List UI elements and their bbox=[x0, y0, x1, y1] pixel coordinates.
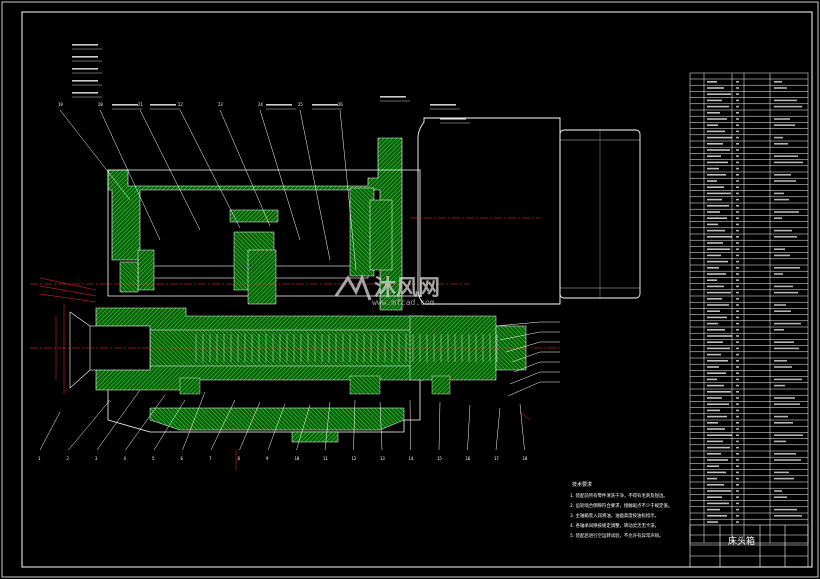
parts-list-table bbox=[689, 72, 809, 544]
part-callout: 15 bbox=[437, 456, 442, 461]
part-callout: 8 bbox=[238, 456, 241, 461]
part-callout: 10 bbox=[295, 456, 300, 461]
part-callout: 1 bbox=[38, 456, 41, 461]
tech-notes: 技术要求 1. 装配前所有零件清洗干净，不得有毛刺及锐边。 2. 齿轮啮合侧隙符… bbox=[570, 481, 672, 539]
tech-note-1: 1. 装配前所有零件清洗干净，不得有毛刺及锐边。 bbox=[570, 492, 668, 499]
parts-list-text bbox=[707, 81, 803, 523]
part-callout: 14 bbox=[409, 456, 414, 461]
part-callout: 22 bbox=[178, 102, 183, 107]
part-callout: 16 bbox=[466, 456, 471, 461]
part-callout: 5 bbox=[152, 456, 155, 461]
intermediate-shaft bbox=[119, 187, 393, 305]
watermark-brand: 沐风网 bbox=[374, 276, 440, 301]
title-block-name: 床头箱 bbox=[728, 535, 755, 547]
part-callout: 17 bbox=[494, 456, 499, 461]
part-callout: 4 bbox=[124, 456, 127, 461]
leader-lines bbox=[39, 109, 560, 451]
part-callout: 25 bbox=[298, 102, 303, 107]
tech-note-4: 4. 各轴承间隙按规定调整，转动灵活无卡滞。 bbox=[570, 522, 659, 529]
part-callout: 20 bbox=[98, 102, 103, 107]
title-block bbox=[689, 524, 809, 568]
part-callout: 12 bbox=[352, 456, 357, 461]
part-callout: 24 bbox=[258, 102, 263, 107]
part-callout: 19 bbox=[58, 102, 63, 107]
watermark-logo-icon bbox=[334, 273, 372, 301]
watermark: 沐风网 www.mfcad.com bbox=[334, 273, 440, 307]
inner-frame bbox=[21, 11, 813, 568]
gearbox-housing bbox=[104, 137, 421, 443]
part-callout: 26 bbox=[338, 102, 343, 107]
part-callout: 9 bbox=[266, 456, 269, 461]
main-spindle bbox=[69, 307, 527, 395]
tech-note-2: 2. 齿轮啮合侧隙符合要求，接触斑点不少于规定值。 bbox=[570, 502, 672, 509]
part-callout: 21 bbox=[138, 102, 143, 107]
part-callout: 23 bbox=[218, 102, 223, 107]
tech-note-5: 5. 装配后进行空运转试验，不允许有异常声响。 bbox=[570, 532, 663, 539]
part-callout: 6 bbox=[181, 456, 184, 461]
part-callout: 13 bbox=[380, 456, 385, 461]
motor bbox=[417, 117, 641, 305]
part-callout: 3 bbox=[95, 456, 98, 461]
top-labels bbox=[72, 44, 470, 124]
dimensions bbox=[39, 277, 531, 470]
part-callout: 11 bbox=[323, 456, 328, 461]
part-callout: 2 bbox=[67, 456, 70, 461]
tech-note-3: 3. 主轴箱装入润滑油，油面高度按油标指示。 bbox=[570, 512, 659, 519]
part-callout: 7 bbox=[209, 456, 212, 461]
tech-note-0: 技术要求 bbox=[572, 481, 592, 488]
part-callout: 18 bbox=[523, 456, 528, 461]
watermark-url: www.mfcad.com bbox=[372, 298, 435, 307]
centerlines bbox=[30, 217, 560, 349]
